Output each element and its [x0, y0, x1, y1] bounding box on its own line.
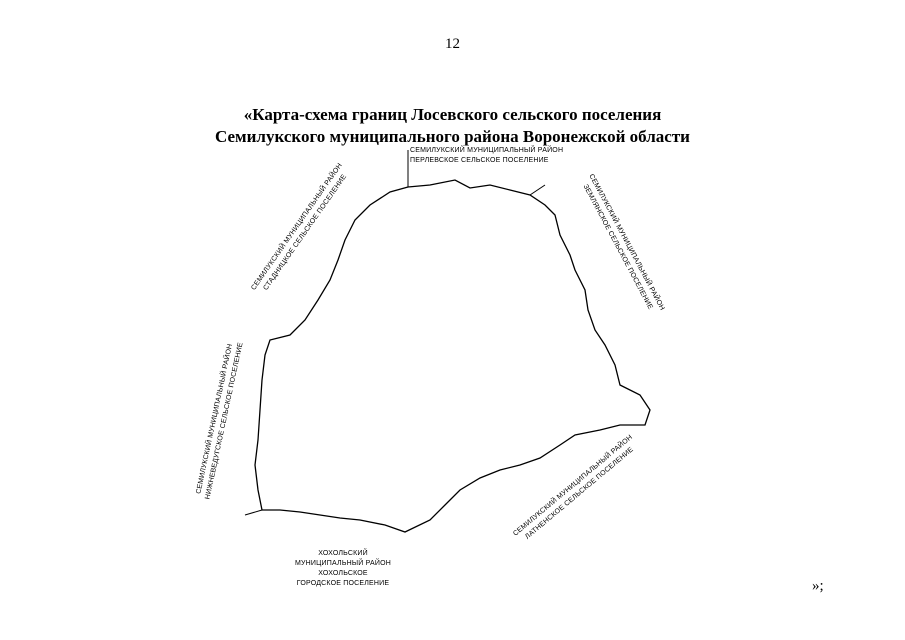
neighbor-label-bottom: ХОХОЛЬСКИЙ МУНИЦИПАЛЬНЫЙ РАЙОН ХОХОЛЬСКО… — [295, 549, 391, 589]
label-line: МУНИЦИПАЛЬНЫЙ РАЙОН — [295, 560, 392, 567]
title-line-2: Семилукского муниципального района Ворон… — [215, 127, 690, 146]
label-line: ХОХОЛЬСКИЙ — [318, 550, 368, 557]
page-number: 12 — [445, 36, 460, 52]
label-line: ПЕРЛЕВСКОЕ СЕЛЬСКОЕ ПОСЕЛЕНИЕ — [410, 157, 549, 164]
label-line: ГОРОДСКОЕ ПОСЕЛЕНИЕ — [296, 580, 390, 587]
top-right-divider — [529, 184, 546, 196]
title-line-1: «Карта-схема границ Лосевского сельского… — [243, 105, 662, 124]
closing-quote: »; — [812, 578, 824, 594]
bottom-divider — [244, 509, 263, 516]
label-line: СЕМИЛУКСКИЙ МУНИЦИПАЛЬНЫЙ РАЙОН — [410, 147, 564, 154]
boundary-line — [254, 179, 651, 533]
document-title: «Карта-схема границ Лосевского сельского… — [0, 104, 905, 148]
label-line: ХОХОЛЬСКОЕ — [318, 570, 368, 577]
neighbor-label-top: СЕМИЛУКСКИЙ МУНИЦИПАЛЬНЫЙ РАЙОН ПЕРЛЕВСК… — [410, 146, 563, 166]
